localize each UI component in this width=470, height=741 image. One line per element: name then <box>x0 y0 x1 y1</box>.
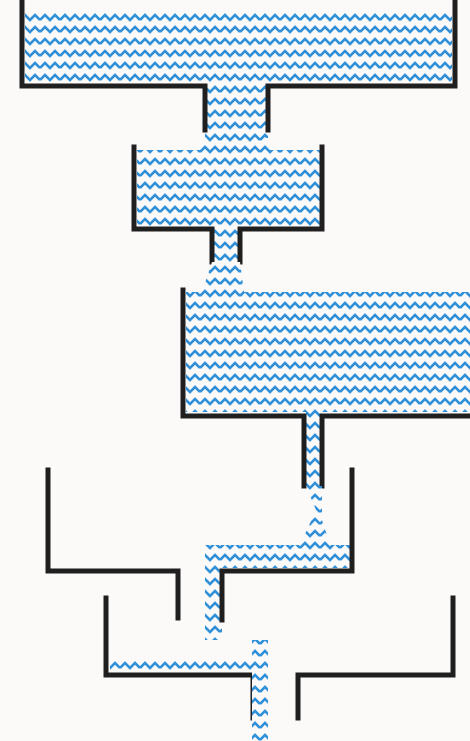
fifth-tank <box>48 470 178 618</box>
outflow-stream <box>252 640 268 741</box>
stream-3 <box>300 486 330 545</box>
third-tank <box>183 290 470 488</box>
fourth-tank-water <box>205 545 350 640</box>
second-tank-water <box>137 150 320 268</box>
sixth-tank <box>106 598 453 741</box>
top-tank <box>22 0 455 138</box>
third-tank-wall-right <box>322 416 470 486</box>
fourth-tank <box>205 470 352 640</box>
third-tank-water <box>186 292 470 488</box>
fifth-tank-wall <box>48 470 178 618</box>
stream-2 <box>202 262 244 292</box>
sixth-tank-water <box>110 658 262 741</box>
top-tank-water <box>25 10 452 138</box>
second-tank <box>134 147 322 268</box>
sixth-tank-wall-right <box>298 598 453 718</box>
stream-1 <box>200 138 270 150</box>
